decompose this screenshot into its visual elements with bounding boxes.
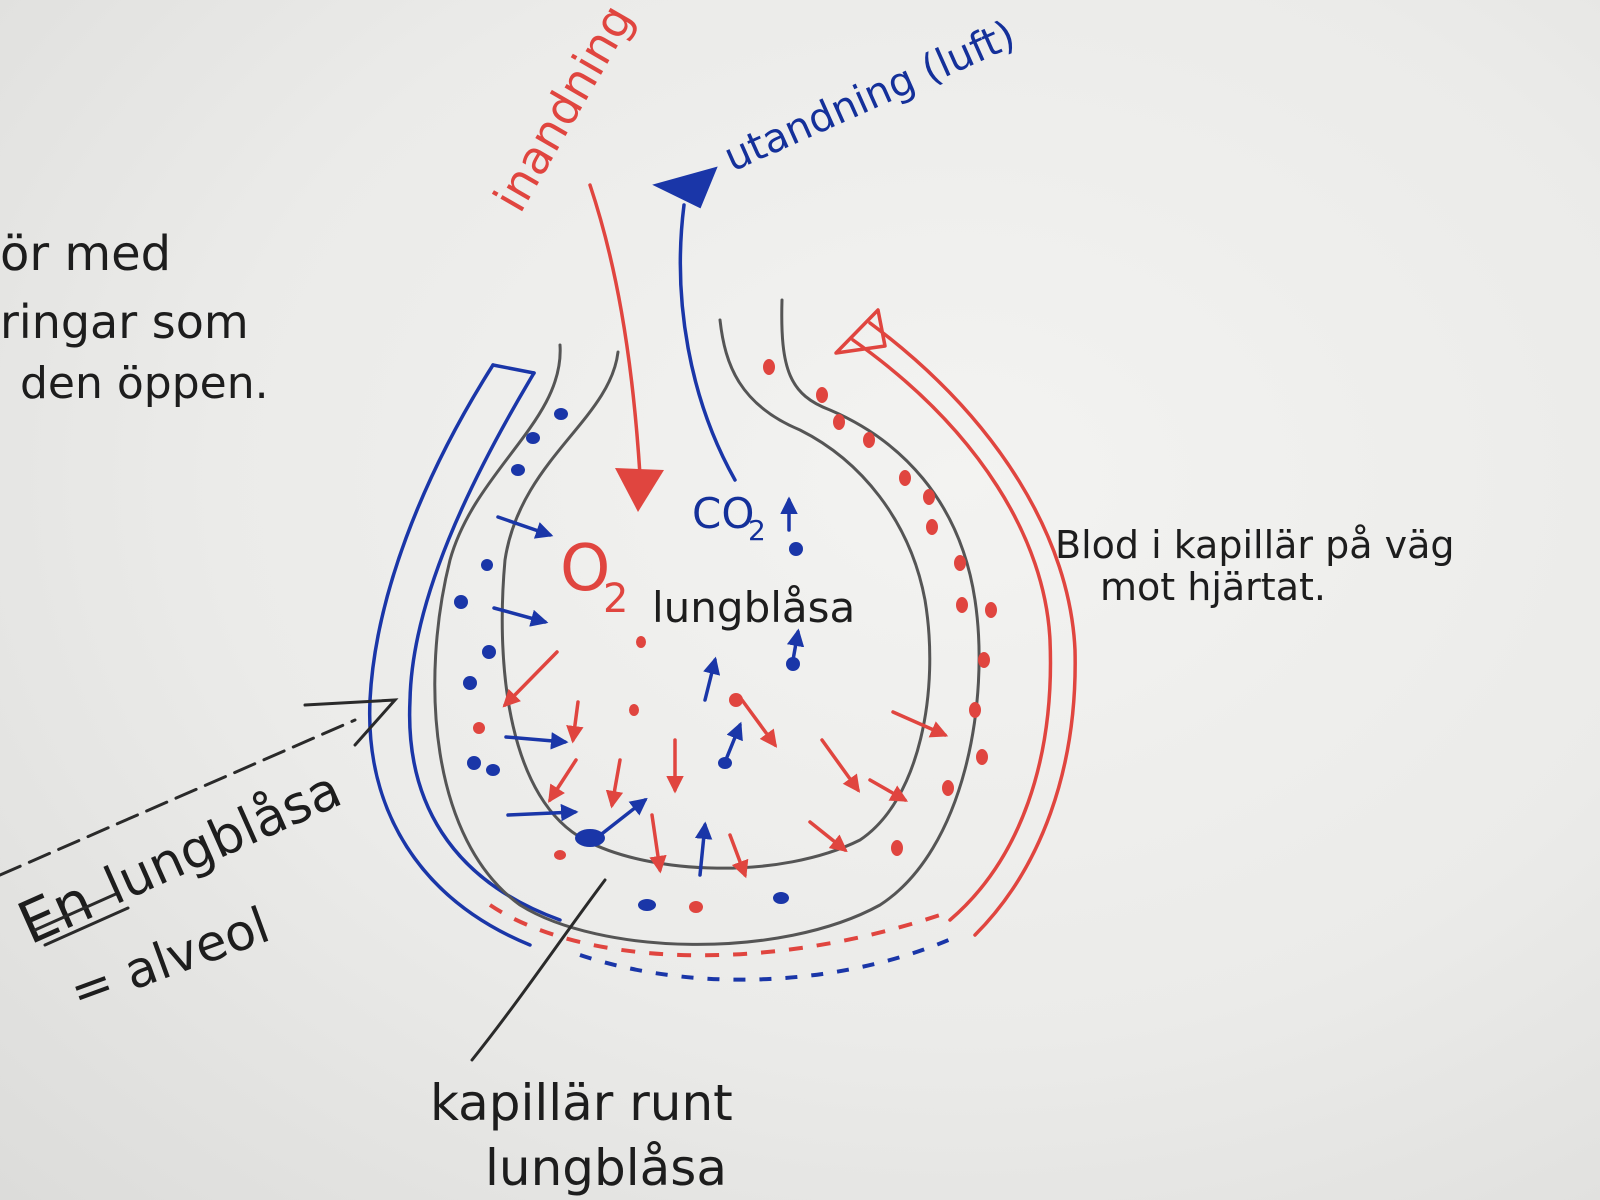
o2-label: O 2 bbox=[560, 532, 628, 622]
co2-text: CO bbox=[692, 489, 754, 538]
alveolus-pointer bbox=[0, 698, 399, 877]
blood-label: Blod i kapillär på väg mot hjärtat. bbox=[1055, 523, 1455, 609]
one-alveolus-label: En lungblåsa = alveol bbox=[8, 760, 350, 1022]
left-note-line-3: den öppen. bbox=[20, 358, 269, 409]
capillary-label-line-2: lungblåsa bbox=[485, 1139, 727, 1197]
left-note: ör med ringar som den öppen. bbox=[0, 226, 269, 409]
co2-molecules bbox=[454, 408, 803, 911]
inhale-arrow bbox=[588, 183, 664, 512]
o2-diffusion-arrows bbox=[502, 650, 949, 879]
left-note-line-1: ör med bbox=[0, 226, 171, 282]
blood-label-line-1: Blod i kapillär på väg bbox=[1055, 523, 1455, 567]
co2-subscript: 2 bbox=[748, 514, 766, 547]
o2-subscript: 2 bbox=[603, 576, 628, 622]
o2-text: O bbox=[560, 532, 610, 606]
capillary-label: kapillär runt lungblåsa bbox=[430, 1074, 733, 1197]
o2-molecules bbox=[473, 359, 997, 913]
blood-label-line-2: mot hjärtat. bbox=[1100, 565, 1326, 609]
capillary-pointer bbox=[470, 878, 607, 1062]
left-note-line-2: ringar som bbox=[0, 295, 249, 349]
co2-label: CO 2 bbox=[692, 489, 766, 547]
capillary-wall-blue bbox=[367, 363, 562, 947]
co2-diffusion-arrows bbox=[492, 496, 805, 877]
alveolus-center-label: lungblåsa bbox=[652, 583, 855, 632]
exhale-arrow bbox=[652, 166, 737, 482]
alveolus-wall bbox=[433, 298, 981, 946]
exhale-label: utandning (luft) bbox=[717, 12, 1022, 181]
capillary-wall-red bbox=[834, 308, 1077, 937]
capillary-label-line-1: kapillär runt bbox=[430, 1074, 733, 1132]
capillary-bottom-dashes bbox=[488, 903, 961, 982]
en-word: En bbox=[8, 866, 103, 958]
one-alveolus-word: lungblåsa bbox=[96, 760, 350, 917]
